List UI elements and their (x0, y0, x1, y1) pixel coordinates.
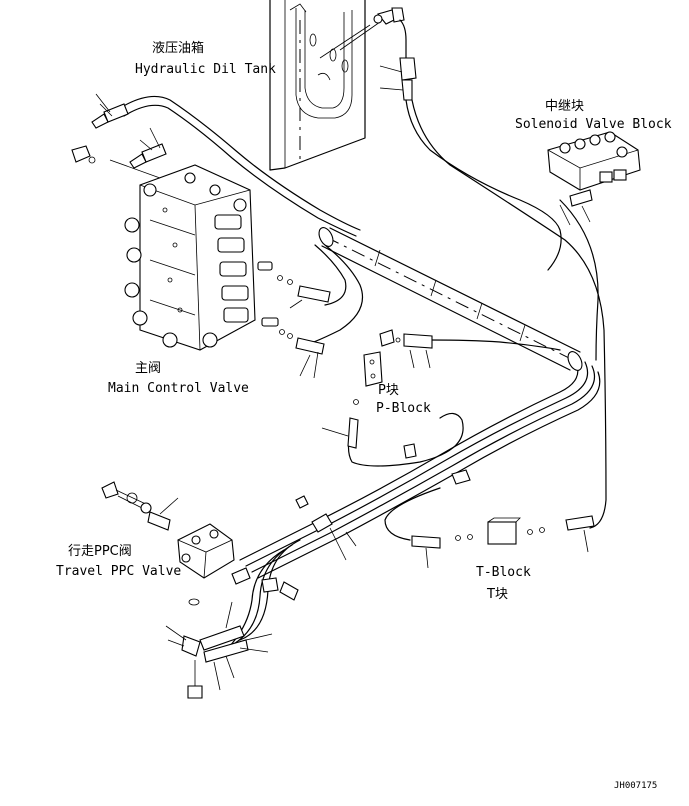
bundle-clamps (295, 443, 471, 561)
t-block-label-cn: T块 (486, 587, 508, 602)
p-block-label-cn: P块 (378, 383, 399, 398)
t-block-label-en: T-Block (476, 565, 531, 580)
main-control-valve-label-cn: 主阀 (135, 361, 161, 376)
p-block-label-en: P-Block (376, 401, 431, 416)
p-block (321, 329, 433, 449)
main-valve-side-fittings (277, 275, 331, 379)
travel-ppc-valve (101, 481, 299, 699)
solenoid-valve-block (547, 131, 641, 226)
travel-ppc-valve-label-en: Travel PPC Valve (56, 564, 181, 579)
main-control-valve (124, 164, 279, 351)
solenoid-valve-block-label-en: Solenoid Valve Block (515, 117, 672, 132)
tank-elbow-fitting (373, 7, 417, 101)
large-return-pipe (318, 227, 583, 371)
main-control-valve-label-en: Main Control Valve (108, 381, 249, 396)
drawing-code: JH007175 (614, 781, 657, 791)
solenoid-valve-block-label-cn: 中继块 (545, 99, 584, 114)
upper-left-hose-fittings (71, 93, 167, 179)
hydraulic-oil-tank (269, 0, 381, 171)
t-block (411, 515, 595, 569)
hydraulic-oil-tank-label-cn: 液压油箱 (152, 40, 204, 56)
hydraulic-oil-tank-label-en: Hydraulic Dil Tank (135, 62, 276, 77)
travel-ppc-valve-label-cn: 行走PPC阀 (68, 544, 132, 559)
